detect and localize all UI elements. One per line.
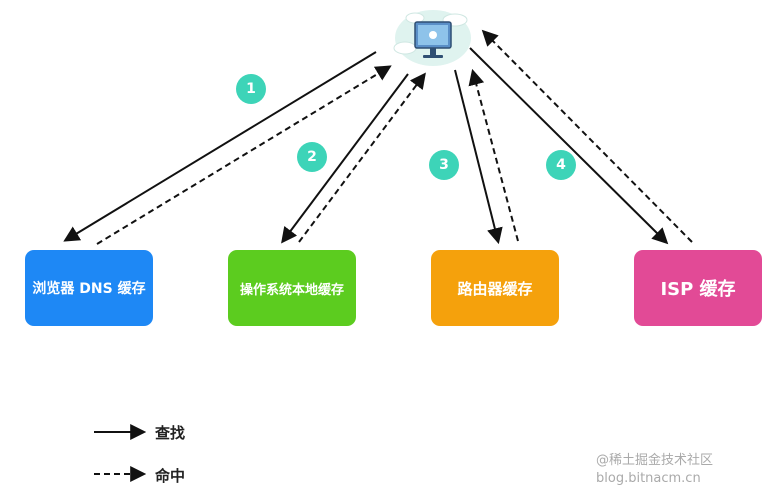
isp-cache-box: ISP 缓存 — [634, 250, 762, 326]
computer-cloud-icon — [393, 10, 471, 66]
arrow-hit-os — [298, 72, 426, 243]
watermark-line-2: blog.bitnacm.cn — [596, 471, 701, 486]
arrow-hit-router — [468, 68, 519, 242]
os-local-cache-label: 操作系统本地缓存 — [239, 282, 344, 298]
legend-search-label: 查找 — [155, 424, 186, 442]
arrow-search-browser — [63, 51, 377, 242]
step-badge-4: 4 — [546, 150, 576, 180]
arrow-hit-isp — [481, 29, 693, 243]
browser-dns-cache-box: 浏览器 DNS 缓存 — [25, 250, 153, 326]
router-cache-label: 路由器缓存 — [457, 279, 533, 298]
arrow-search-os — [281, 73, 409, 244]
step-badge-2: 2 — [297, 142, 327, 172]
legend-hit-label: 命中 — [155, 467, 186, 485]
watermark: @稀土掘金技术社区 blog.bitnacm.cn — [596, 452, 713, 488]
arrow-search-isp — [469, 47, 669, 245]
step-badge-3: 3 — [429, 150, 459, 180]
watermark-line-1: @稀土掘金技术社区 — [596, 453, 714, 468]
os-local-cache-box: 操作系统本地缓存 — [228, 250, 356, 326]
arrow-hit-browser — [96, 65, 392, 245]
browser-dns-cache-label: 浏览器 DNS 缓存 — [32, 281, 146, 297]
step-badge-1: 1 — [236, 74, 266, 104]
isp-cache-label: ISP 缓存 — [660, 279, 736, 300]
arrow-search-router — [454, 69, 503, 245]
router-cache-box: 路由器缓存 — [431, 250, 559, 326]
